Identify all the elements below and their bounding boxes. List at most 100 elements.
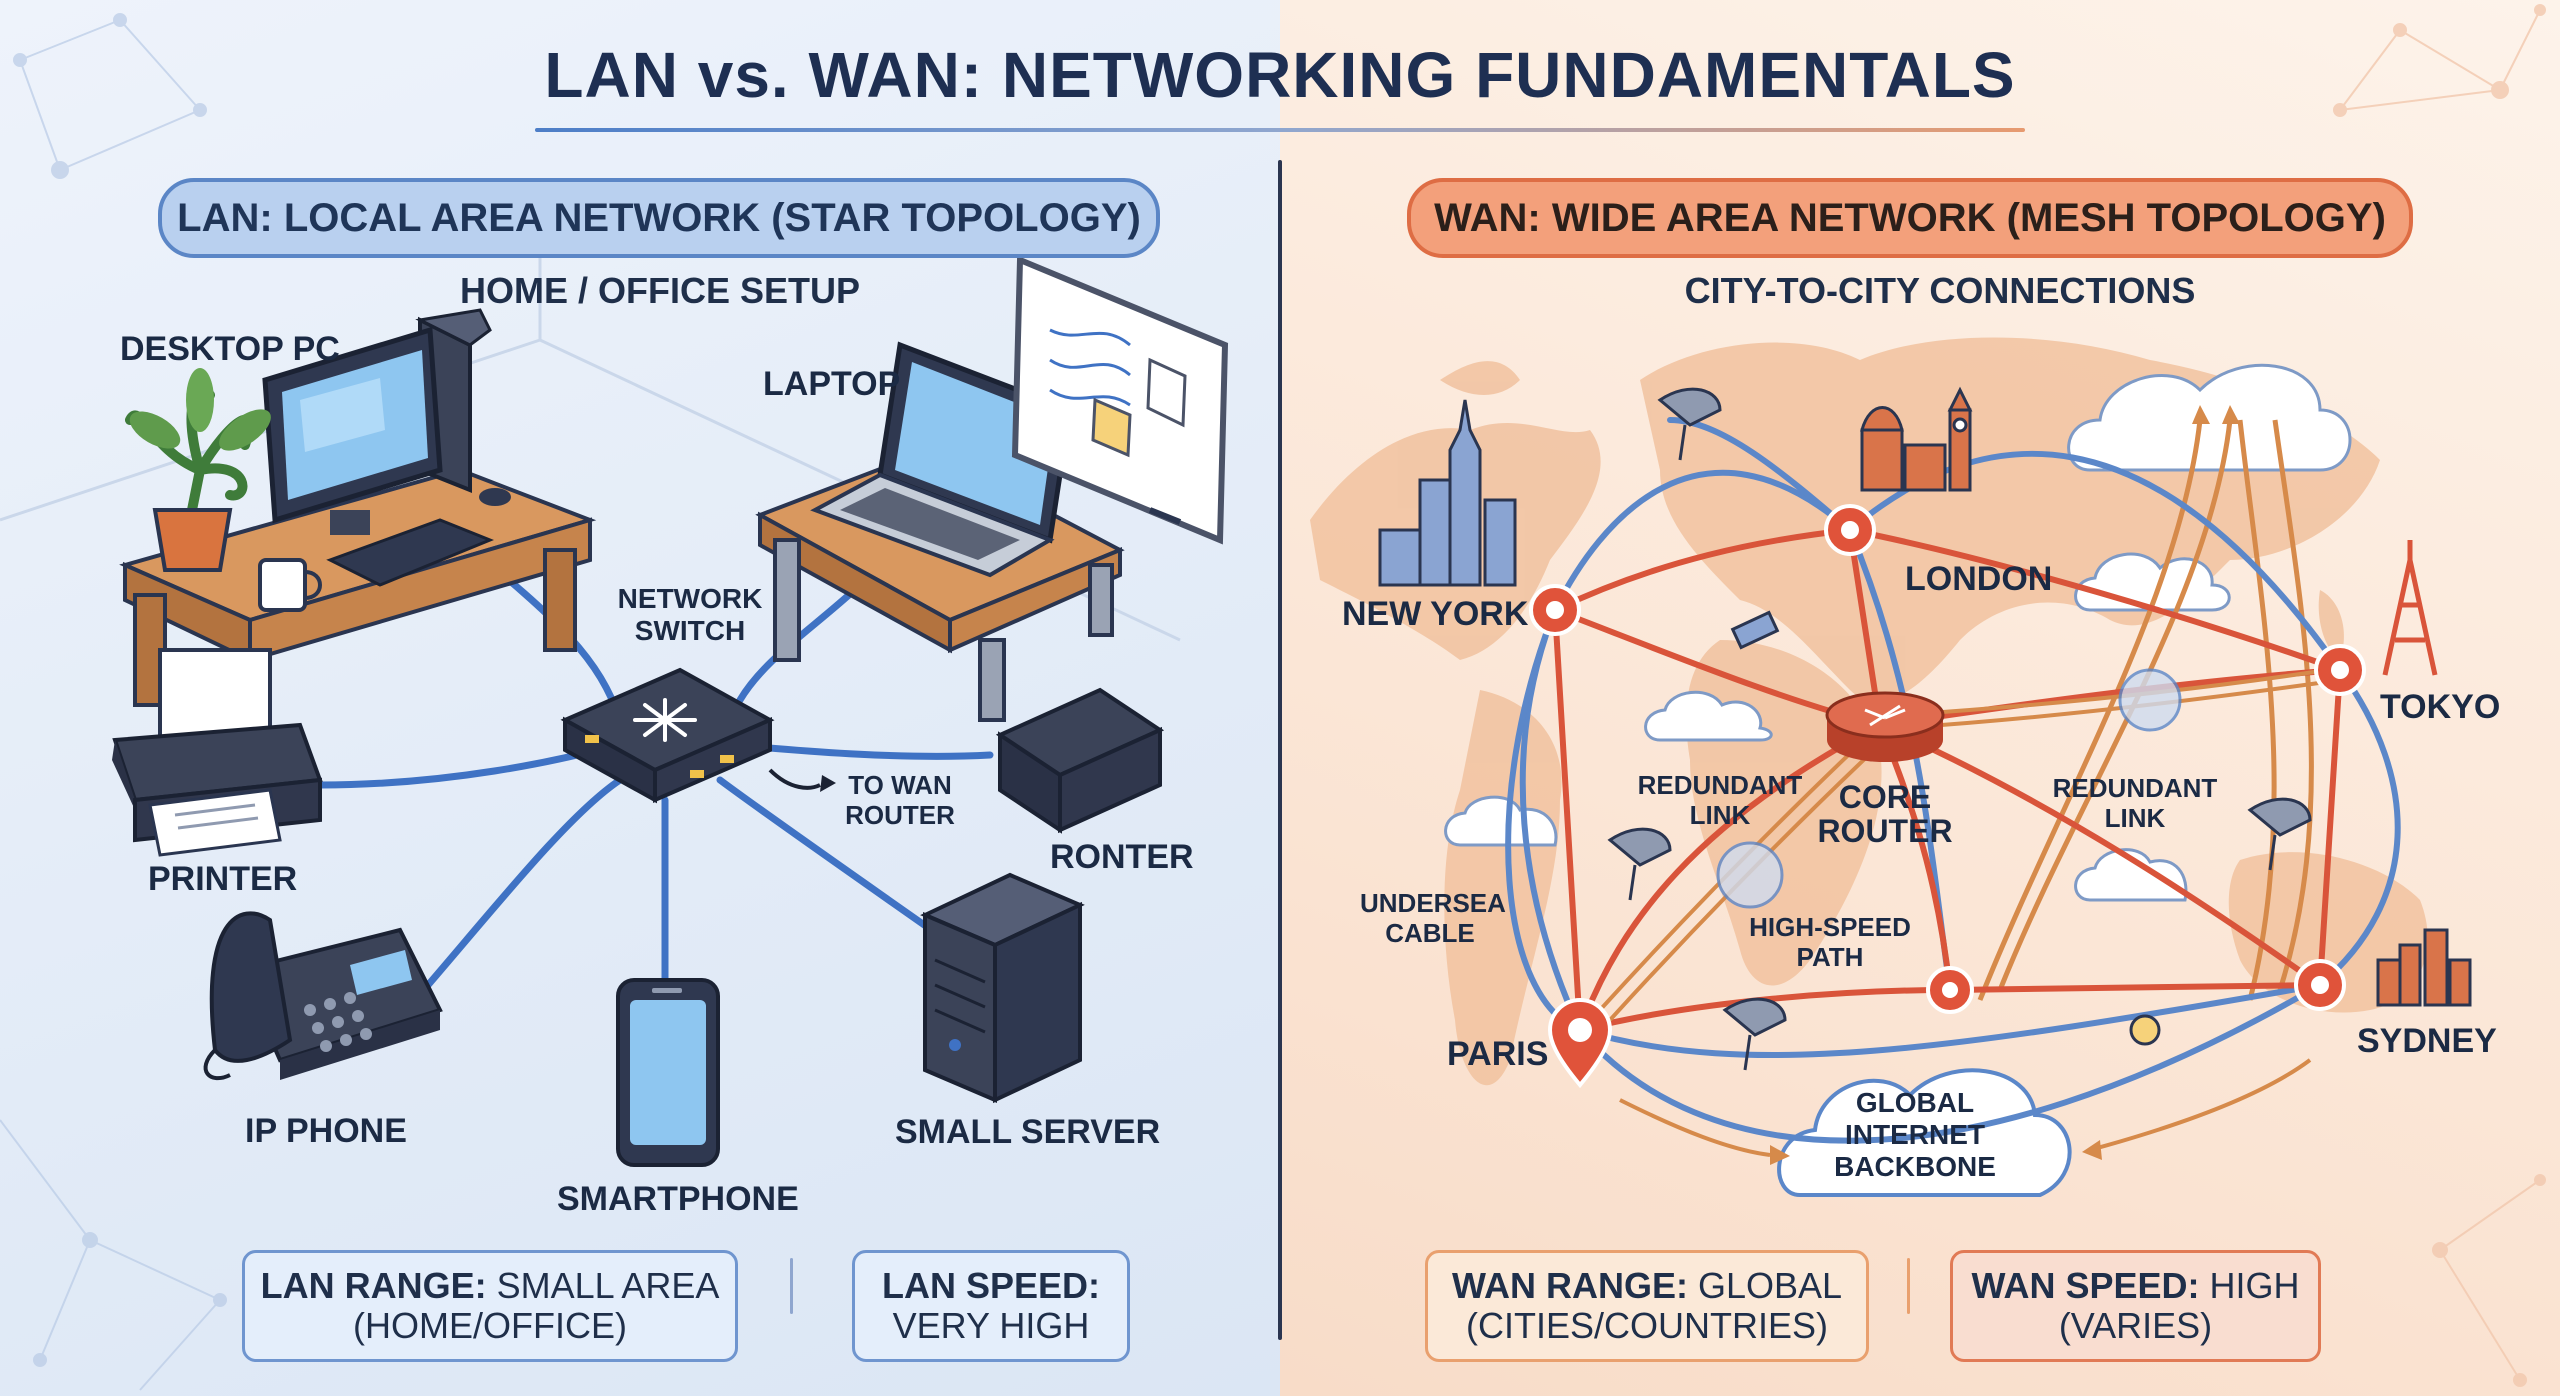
title-underline (535, 128, 2025, 132)
label-network-switch: NETWORK SWITCH (580, 583, 800, 647)
core-router-icon (1825, 691, 1945, 762)
label-smartphone: SMARTPHONE (557, 1180, 799, 1218)
wan-speed-line1: WAN SPEED: HIGH (1953, 1266, 2318, 1306)
label-network-switch-line2: SWITCH (634, 615, 746, 646)
lan-range-value: SMALL AREA (496, 1265, 720, 1306)
tokyo-tower-icon (2382, 540, 2438, 676)
panel-divider (1278, 160, 1282, 1340)
background-mesh-lan (0, 13, 227, 1391)
wan-speed-box: WAN SPEED: HIGH (VARIES) (1950, 1250, 2321, 1362)
label-to-wan-router: TO WAN ROUTER (830, 770, 970, 830)
wan-speed-key: WAN SPEED: (1971, 1265, 2200, 1306)
label-global-backbone: GLOBAL INTERNET BACKBONE (1820, 1087, 2010, 1183)
wan-range-box: WAN RANGE: GLOBAL (CITIES/COUNTRIES) (1425, 1250, 1869, 1362)
lan-speed-key-wrap: LAN SPEED: (855, 1266, 1127, 1306)
label-paris: PARIS (1447, 1035, 1549, 1073)
sydney-skyline-icon (2376, 928, 2472, 1007)
lan-range-box: LAN RANGE: SMALL AREA (HOME/OFFICE) (242, 1250, 738, 1362)
satellite-icon (1730, 610, 1780, 650)
satellite-dish-icons (1607, 387, 2312, 1071)
label-redundant-link-left: REDUNDANT LINK (1630, 770, 1810, 830)
mug-icon (258, 558, 322, 612)
lan-speed-value: VERY HIGH (892, 1305, 1090, 1346)
lan-heading: LAN: LOCAL AREA NETWORK (STAR TOPOLOGY) (158, 178, 1160, 258)
plant-icon (125, 368, 271, 572)
label-tokyo: TOKYO (2380, 688, 2501, 726)
label-core-router: CORE ROUTER (1805, 780, 1965, 848)
wan-range-line1: WAN RANGE: GLOBAL (1428, 1266, 1866, 1306)
wan-heading: WAN: WIDE AREA NETWORK (MESH TOPOLOGY) (1407, 178, 2413, 258)
wan-links-blue (1505, 417, 2401, 1144)
satellite-dish-icon-left (1607, 827, 1672, 901)
label-router: RONTER (1050, 838, 1194, 876)
label-highspeed-line2: PATH (1796, 942, 1864, 972)
label-backbone-line3: BACKBONE (1834, 1151, 1996, 1182)
new-york-skyline-icon (1378, 399, 1517, 587)
label-redundant-left-line1: REDUNDANT (1637, 770, 1803, 800)
page-title: LAN vs. WAN: NETWORKING FUNDAMENTALS (544, 39, 2016, 111)
relay-icon (2129, 1014, 2161, 1046)
city-nodes (1529, 504, 2366, 1089)
label-redundant-link-right: REDUNDANT LINK (2045, 773, 2225, 833)
desktop-desk (119, 467, 597, 707)
label-undersea-cable: UNDERSEA CABLE (1360, 888, 1506, 948)
label-desktop-pc: DESKTOP PC (120, 330, 340, 368)
london-skyline-icon (1860, 386, 1973, 492)
server-icon (920, 872, 1085, 1104)
node-paris-pin-icon (1547, 998, 1613, 1089)
network-switch-icon (560, 667, 775, 804)
printer-icon (112, 648, 323, 857)
lan-range-line1: LAN RANGE: SMALL AREA (245, 1266, 735, 1306)
wan-speed-value-line2: (VARIES) (2058, 1305, 2213, 1346)
right-globe-icon (2118, 668, 2182, 732)
label-high-speed-path: HIGH-SPEED PATH (1740, 912, 1920, 972)
wan-range-key: WAN RANGE: (1451, 1265, 1688, 1306)
lan-speed-key: LAN SPEED: (881, 1265, 1101, 1306)
lan-box-separator (790, 1258, 793, 1314)
wan-subtitle: CITY-TO-CITY CONNECTIONS (1684, 270, 2196, 311)
label-undersea-line1: UNDERSEA (1360, 888, 1506, 918)
node-london (1824, 504, 1876, 556)
label-backbone-line1: GLOBAL (1855, 1087, 1975, 1118)
cloud-icon-left (1644, 690, 1773, 742)
whiteboard-icon (1011, 255, 1229, 545)
label-sydney: SYDNEY (2357, 1022, 2497, 1060)
wan-speed-value: HIGH (2209, 1265, 2300, 1306)
lan-speed-box: LAN SPEED: VERY HIGH (852, 1250, 1130, 1362)
wan-range-value: GLOBAL (1697, 1265, 1843, 1306)
label-core-line1: CORE (1838, 779, 1932, 815)
label-printer: PRINTER (148, 860, 298, 898)
label-redundant-left-line2: LINK (1689, 800, 1751, 830)
router-icon (995, 687, 1165, 834)
lan-range-value-line2: (HOME/OFFICE) (353, 1305, 627, 1346)
node-new-york (1529, 584, 1581, 636)
label-undersea-line2: CABLE (1385, 918, 1475, 948)
smartphone-icon (616, 978, 720, 1167)
backbone-arrows (1619, 1058, 2312, 1157)
label-to-wan-line2: ROUTER (845, 800, 955, 830)
satellite-dish-icon-bottom (1722, 997, 1787, 1071)
desktop-pc-icon (262, 308, 511, 587)
label-new-york: NEW YORK (1342, 595, 1529, 633)
label-highspeed-line1: HIGH-SPEED (1749, 912, 1911, 942)
label-network-switch-line1: NETWORK (617, 583, 763, 614)
label-small-server: SMALL SERVER (895, 1113, 1161, 1151)
label-redundant-right-line2: LINK (2104, 803, 2166, 833)
satellite-dish-icon-right (2247, 797, 2312, 871)
node-mid (1926, 966, 1974, 1014)
wan-range-value-line2: (CITIES/COUNTRIES) (1465, 1305, 1828, 1346)
to-wan-arrow (768, 768, 821, 790)
background-mesh-wan (2333, 4, 2546, 1387)
label-london: LONDON (1905, 560, 2053, 598)
lan-subtitle: HOME / OFFICE SETUP (459, 270, 861, 311)
label-backbone-line2: INTERNET (1845, 1119, 1985, 1150)
label-to-wan-line1: TO WAN (848, 770, 952, 800)
node-sydney (2294, 959, 2346, 1011)
label-laptop: LAPTOP (763, 365, 901, 403)
satellite-dish-icon-top (1657, 387, 1722, 461)
label-core-line2: ROUTER (1817, 813, 1953, 849)
cloud-icon-right (2074, 848, 2188, 902)
lan-range-key: LAN RANGE: (260, 1265, 487, 1306)
node-tokyo (2314, 644, 2366, 696)
